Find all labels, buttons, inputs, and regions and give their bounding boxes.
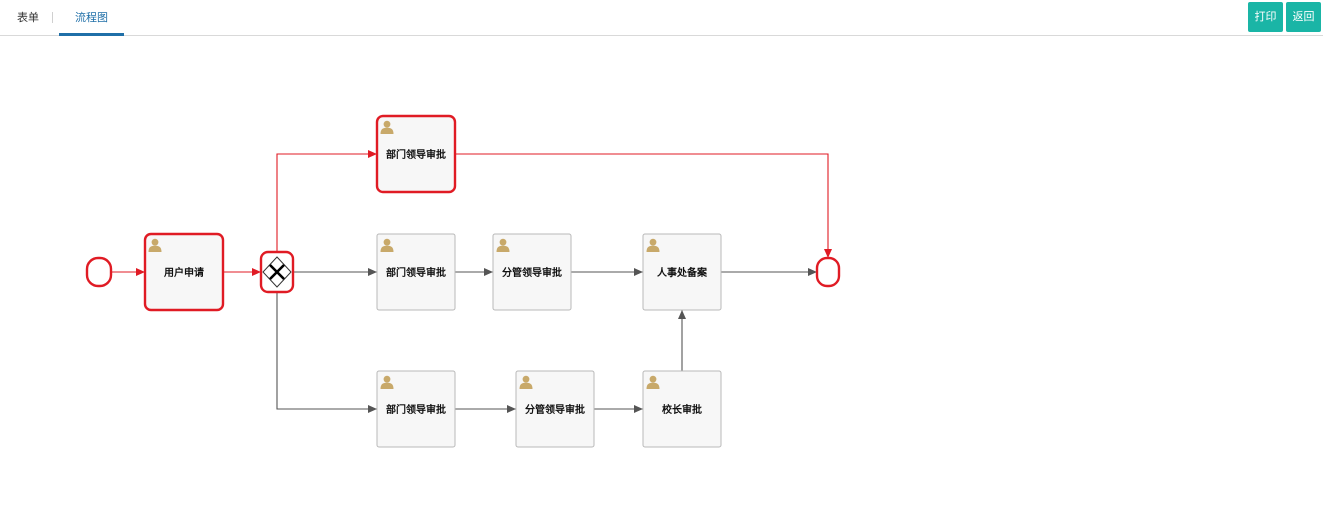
task-label: 部门领导审批 bbox=[386, 403, 446, 416]
node-president[interactable]: 校长审批 bbox=[642, 370, 722, 448]
task-label: 分管领导审批 bbox=[525, 403, 585, 416]
node-layer: 用户申请部门领导审批部门领导审批分管领导审批人事处备案部门领导审批分管领导审批校… bbox=[85, 114, 841, 448]
end-event-shape bbox=[815, 256, 841, 288]
back-button[interactable]: 返回 bbox=[1286, 2, 1321, 32]
task-box bbox=[515, 370, 595, 448]
edge-gateway-to-dept_top bbox=[276, 150, 377, 252]
process-diagram: 用户申请部门领导审批部门领导审批分管领导审批人事处备案部门领导审批分管领导审批校… bbox=[85, 114, 841, 448]
task-label: 部门领导审批 bbox=[386, 266, 446, 279]
tab-divider bbox=[52, 12, 53, 23]
edge-layer bbox=[111, 150, 832, 413]
edge-dept_top-to-end bbox=[455, 153, 832, 258]
node-end[interactable] bbox=[815, 256, 841, 288]
tab-flowchart[interactable]: 流程图 bbox=[59, 0, 124, 36]
start-event-shape bbox=[85, 256, 113, 288]
edge-gateway-to-dept_bot bbox=[276, 292, 377, 413]
node-dept-bot[interactable]: 部门领导审批 bbox=[376, 370, 456, 448]
task-box bbox=[376, 233, 456, 311]
task-box bbox=[143, 232, 225, 312]
task-box bbox=[376, 370, 456, 448]
node-hr[interactable]: 人事处备案 bbox=[642, 233, 722, 311]
node-gateway[interactable] bbox=[259, 250, 295, 294]
task-box bbox=[642, 370, 722, 448]
top-bar: 表单 流程图 打印 返回 bbox=[0, 0, 1323, 36]
exclusive-x-icon bbox=[269, 264, 285, 280]
task-label: 部门领导审批 bbox=[386, 148, 446, 161]
node-dept-top[interactable]: 部门领导审批 bbox=[375, 114, 457, 194]
task-label: 人事处备案 bbox=[657, 266, 708, 279]
task-label: 分管领导审批 bbox=[502, 266, 562, 279]
task-box bbox=[375, 114, 457, 194]
tab-form[interactable]: 表单 bbox=[17, 11, 39, 24]
task-label: 用户申请 bbox=[163, 266, 204, 279]
task-box bbox=[492, 233, 572, 311]
node-branch-bot[interactable]: 分管领导审批 bbox=[515, 370, 595, 448]
task-label: 校长审批 bbox=[662, 403, 702, 416]
print-button[interactable]: 打印 bbox=[1248, 2, 1283, 32]
node-apply[interactable]: 用户申请 bbox=[143, 232, 225, 312]
node-dept-mid[interactable]: 部门领导审批 bbox=[376, 233, 456, 311]
node-branch-mid[interactable]: 分管领导审批 bbox=[492, 233, 572, 311]
task-box bbox=[642, 233, 722, 311]
node-start[interactable] bbox=[85, 256, 113, 288]
